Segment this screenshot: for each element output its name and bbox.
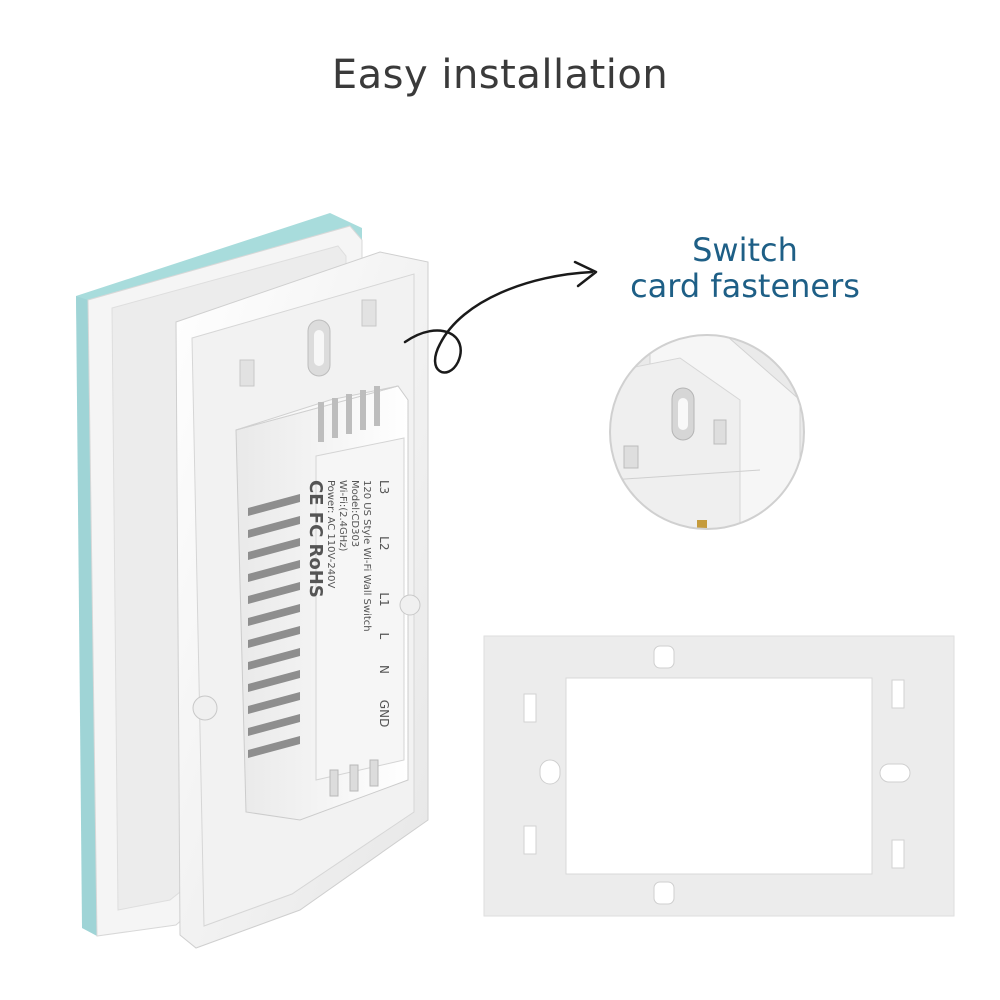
- plate-slot-inner: [314, 330, 324, 366]
- label-line-1: 120 US Style Wi-Fi Wall Switch: [361, 480, 372, 632]
- bracket-hole: [539, 759, 561, 785]
- certification-marks: CE FC RoHS: [305, 480, 326, 598]
- terminal-l1: L1: [377, 592, 391, 606]
- bracket-opening: [565, 677, 873, 875]
- bracket-slot: [653, 881, 675, 905]
- product-label-text: L3 L2 L1 L N GND 120 US Style Wi-Fi Wall…: [305, 480, 391, 727]
- mounting-clip: [399, 594, 421, 616]
- label-line-4: Power: AC 110V-240V: [325, 480, 336, 588]
- bracket-hole: [879, 763, 911, 783]
- label-line-3: Wi-Fi:(2.4GHz): [337, 480, 348, 552]
- plate-tab: [239, 359, 255, 387]
- bracket-slot: [653, 645, 675, 669]
- terminal-l: L: [377, 632, 391, 639]
- product-label: [315, 437, 405, 781]
- mounting-bracket: [483, 635, 955, 917]
- terminal-gnd: GND: [377, 700, 391, 728]
- bracket-tab: [523, 693, 537, 723]
- switch-module-top: [235, 385, 399, 431]
- mounting-clip: [192, 695, 218, 721]
- terminal-l2: L2: [377, 536, 391, 550]
- glass-panel-side: [76, 296, 97, 936]
- callout-line-2: card fasteners: [630, 267, 860, 305]
- plate-tab: [361, 299, 377, 327]
- zoom-detail: [609, 334, 805, 530]
- label-line-2: Model:CD303: [349, 480, 360, 547]
- terminal-labels: L3 L2 L1 L N GND: [377, 480, 391, 727]
- vent-slots: [248, 494, 300, 758]
- bracket-tab: [523, 825, 537, 855]
- bracket-tab: [891, 679, 905, 709]
- terminal-n: N: [377, 665, 391, 674]
- arrow-head: [573, 260, 598, 288]
- bracket-tab: [891, 839, 905, 869]
- page-title: Easy installation: [331, 52, 669, 98]
- terminal-l3: L3: [377, 480, 391, 494]
- callout-label: Switch card fasteners: [610, 232, 880, 304]
- top-vents: [318, 386, 380, 442]
- terminal-pins: [329, 759, 379, 797]
- curly-arrow: [403, 270, 594, 374]
- callout-line-1: Switch: [692, 231, 798, 269]
- zoom-circle-border: [609, 334, 805, 530]
- switch-assembly: L3 L2 L1 L N GND 120 US Style Wi-Fi Wall…: [76, 213, 429, 949]
